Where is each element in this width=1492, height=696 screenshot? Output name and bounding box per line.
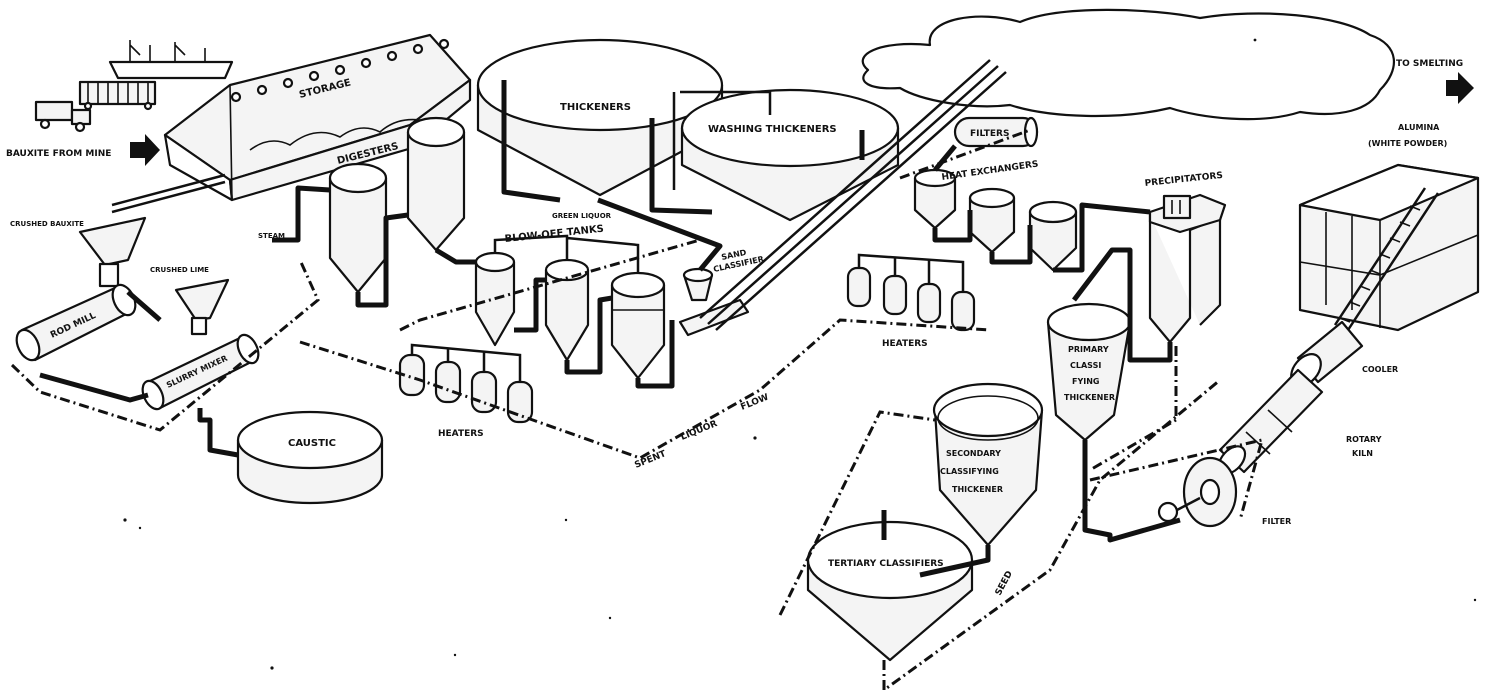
washing-thickeners-tank — [682, 90, 898, 220]
label-heat-exchangers: HEAT EXCHANGERS — [941, 159, 1039, 182]
label-caustic: CAUSTIC — [288, 438, 336, 449]
tertiary-classifiers — [808, 522, 972, 660]
label-secondary-1: SECONDARY — [946, 449, 1001, 458]
alumina-storage — [1300, 165, 1478, 330]
label-filter: FILTER — [1262, 517, 1291, 526]
label-alumina-1: ALUMINA — [1398, 123, 1440, 132]
label-rotary-2: KILN — [1352, 449, 1373, 458]
label-alumina-2: (WHITE POWDER) — [1368, 139, 1447, 148]
label-washing-thickeners: WASHING THICKENERS — [708, 124, 837, 135]
blow-off-tank-2 — [546, 260, 588, 360]
digester-2 — [408, 118, 464, 250]
digester-1 — [330, 164, 386, 292]
label-secondary-3: THICKENER — [952, 485, 1003, 494]
label-heaters-left: HEATERS — [438, 429, 484, 439]
label-cooler: COOLER — [1362, 365, 1398, 374]
precipitators — [1150, 195, 1225, 342]
rotary-filter — [1159, 458, 1236, 526]
label-thickeners: THICKENERS — [560, 102, 631, 113]
heat-exchanger-3 — [1030, 202, 1076, 270]
crushed-bauxite-hopper — [80, 218, 145, 286]
truck-icon — [36, 102, 90, 131]
label-primary-3: FYING — [1072, 377, 1100, 386]
label-to-smelting: TO SMELTING — [1396, 59, 1463, 69]
label-filters: FILTERS — [970, 129, 1009, 139]
railcar-icon — [80, 82, 155, 109]
crushed-lime-hopper — [176, 280, 228, 334]
label-crushed-bauxite: CRUSHED BAUXITE — [10, 220, 84, 228]
rotary-kiln — [1214, 370, 1322, 479]
label-spent: SPENT — [633, 449, 668, 471]
label-crushed-lime: CRUSHED LIME — [150, 266, 209, 274]
label-primary-1: PRIMARY — [1068, 345, 1109, 354]
to-smelting-arrow — [1446, 72, 1474, 104]
label-heaters-right: HEATERS — [882, 339, 928, 349]
caustic-tank — [238, 412, 382, 503]
primary-classifying-thickener — [1048, 304, 1130, 440]
label-seed: SEED — [994, 570, 1015, 598]
label-precipitators: PRECIPITATORS — [1144, 171, 1223, 189]
label-blow-off-tanks: BLOW-OFF TANKS — [504, 224, 604, 245]
label-secondary-2: CLASSIFYING — [940, 467, 999, 476]
label-liquor: LIQUOR — [679, 419, 719, 443]
bauxite-input-arrow — [130, 134, 160, 166]
label-green-liquor: GREEN LIQUOR — [552, 212, 612, 220]
secondary-classifying-thickener — [934, 384, 1042, 545]
label-flow: FLOW — [739, 393, 770, 413]
label-primary-2: CLASSI — [1070, 361, 1101, 370]
blow-off-tank-3 — [612, 273, 664, 378]
heaters-right — [848, 255, 974, 330]
heaters-left — [400, 345, 532, 422]
sand-classifier — [680, 269, 748, 335]
label-tertiary-classifiers: TERTIARY CLASSIFIERS — [828, 559, 944, 569]
label-primary-4: THICKENER — [1064, 393, 1115, 402]
label-rotary-1: ROTARY — [1346, 435, 1382, 444]
ship-icon — [110, 40, 232, 78]
label-bauxite-from-mine: BAUXITE FROM MINE — [6, 149, 111, 159]
heat-exchanger-2 — [970, 189, 1014, 252]
